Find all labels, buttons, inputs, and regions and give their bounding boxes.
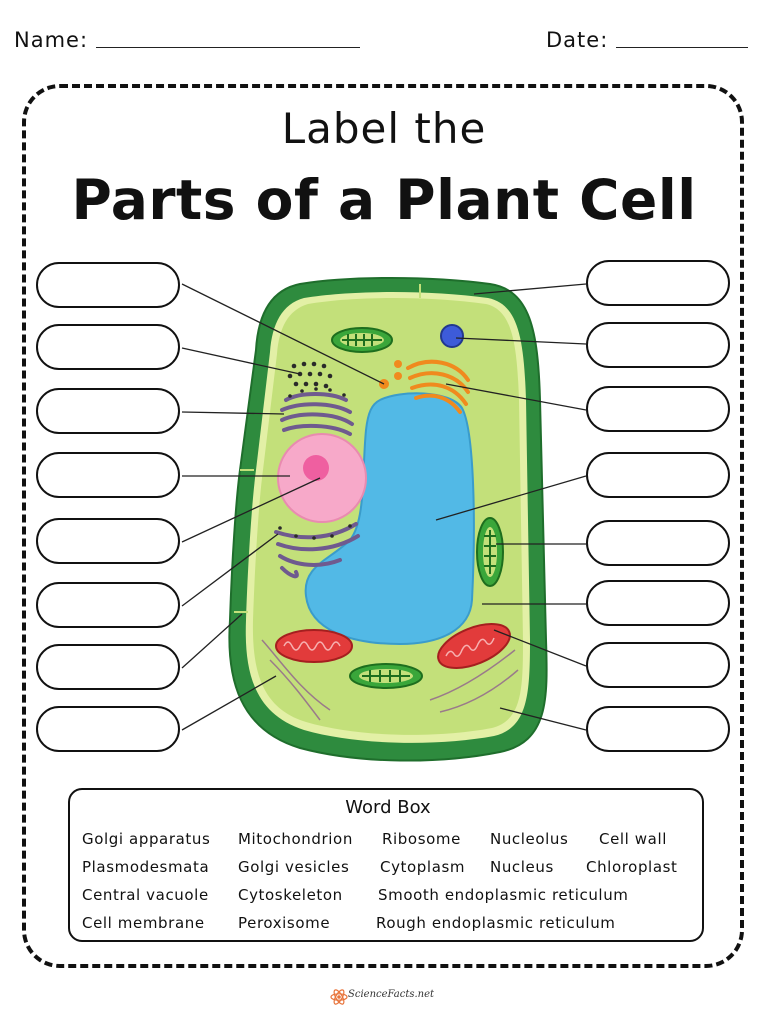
footer-logo-text: ScienceFacts.net [348,989,434,1000]
label-box-right-6[interactable] [586,580,730,626]
label-box-right-7[interactable] [586,642,730,688]
word-item: Plasmodesmata [82,858,209,876]
word-item: Rough endoplasmic reticulum [376,914,616,932]
word-item: Cell membrane [82,914,205,932]
word-item: Golgi vesicles [238,858,349,876]
label-box-right-1[interactable] [586,260,730,306]
label-box-left-8[interactable] [36,706,180,752]
word-item: Chloroplast [586,858,678,876]
word-box-title: Word Box [70,797,706,818]
label-box-left-7[interactable] [36,644,180,690]
label-box-right-4[interactable] [586,452,730,498]
chloroplast-right [477,518,503,586]
word-item: Cytoplasm [380,858,465,876]
chloroplast-bottom [350,664,422,688]
word-item: Nucleolus [490,830,568,848]
label-box-right-2[interactable] [586,322,730,368]
word-item: Smooth endoplasmic reticulum [378,886,629,904]
label-box-right-5[interactable] [586,520,730,566]
nucleolus [303,455,329,481]
word-item: Mitochondrion [238,830,353,848]
mitochondrion-left [276,630,352,662]
label-box-right-3[interactable] [586,386,730,432]
label-box-left-6[interactable] [36,582,180,628]
label-box-left-2[interactable] [36,324,180,370]
label-box-left-3[interactable] [36,388,180,434]
chloroplast-top [332,328,392,352]
word-item: Peroxisome [238,914,330,932]
word-item: Ribosome [382,830,461,848]
word-item: Cytoskeleton [238,886,343,904]
label-box-right-8[interactable] [586,706,730,752]
word-item: Nucleus [490,858,554,876]
word-box: Word Box Golgi apparatus Mitochondrion R… [68,788,704,942]
label-box-left-4[interactable] [36,452,180,498]
word-item: Cell wall [599,830,667,848]
peroxisome [441,325,463,347]
word-item: Golgi apparatus [82,830,210,848]
label-box-left-5[interactable] [36,518,180,564]
label-box-left-1[interactable] [36,262,180,308]
word-item: Central vacuole [82,886,209,904]
